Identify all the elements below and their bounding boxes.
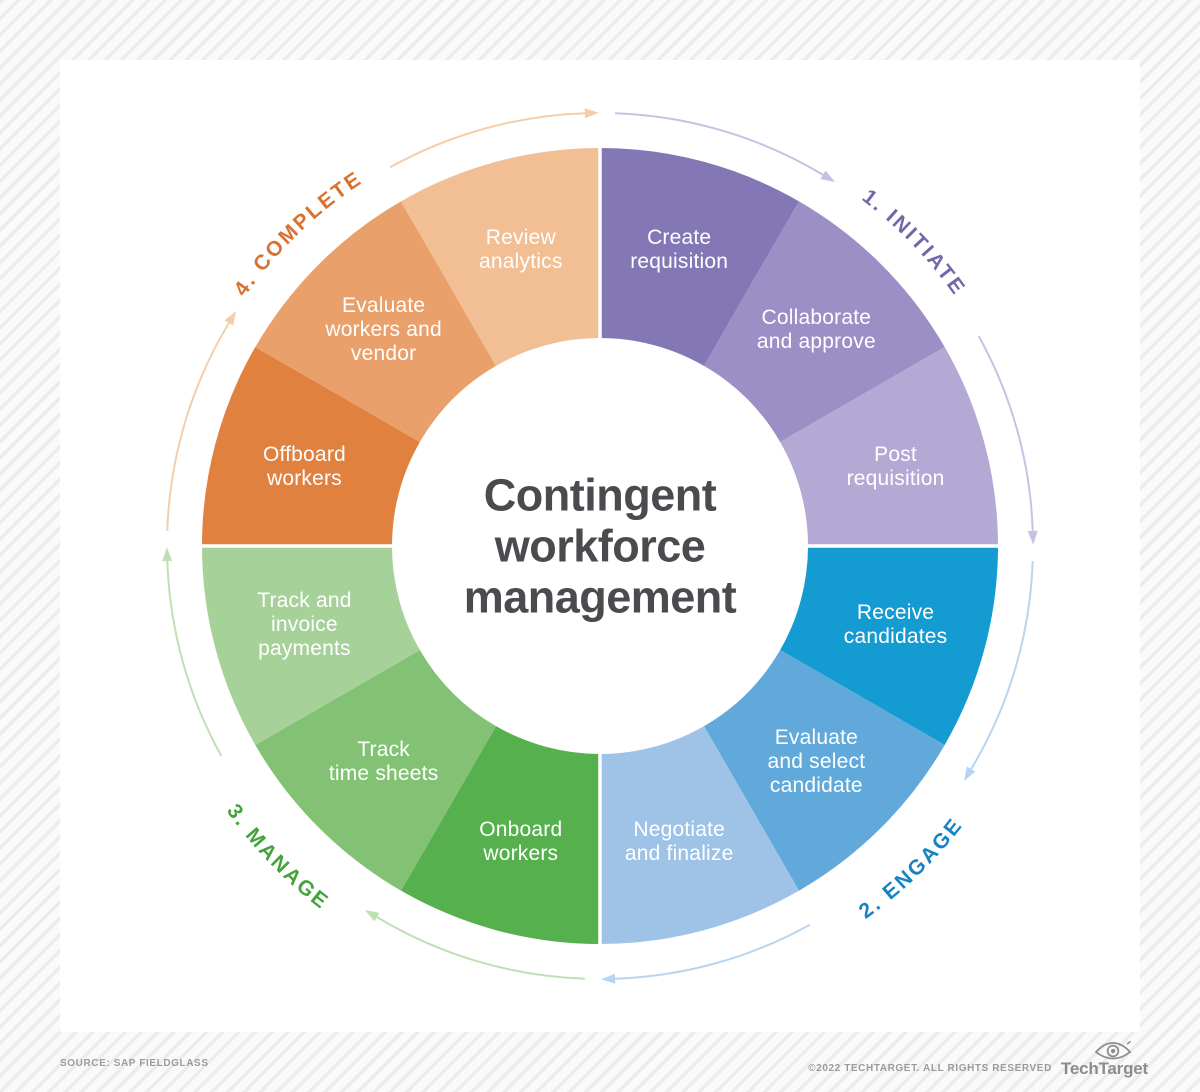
cycle-arrow-head-4-complete	[224, 310, 237, 326]
copyright-notice: ©2022 TECHTARGET. ALL RIGHTS RESERVED	[808, 1063, 1052, 1074]
cycle-arrow-head-1-initiate	[1027, 530, 1038, 545]
segment-post-requisition	[780, 347, 998, 546]
cycle-arrow-arc-2-engage	[970, 561, 1034, 770]
cycle-arrow-head-4-complete	[584, 108, 599, 119]
cycle-arrow-head-1-initiate	[820, 170, 836, 183]
source-attribution: SOURCE: SAP FIELDGLASS	[60, 1058, 209, 1069]
segment-offboard-workers	[202, 347, 420, 546]
cycle-arrow-head-3-manage	[162, 547, 173, 562]
cycle-arrow-arc-4-complete	[389, 112, 585, 169]
cycle-arrow-arc-4-complete	[166, 322, 230, 531]
segment-collaborate-and-approve	[704, 201, 945, 442]
center-title: Contingent workforce management	[463, 469, 737, 623]
cycle-arrow-head-2-engage	[963, 766, 976, 782]
cycle-arrow-head-2-engage	[601, 973, 616, 984]
cycle-arrow-arc-3-manage	[376, 916, 585, 980]
segment-onboard-workers	[401, 726, 600, 945]
footer-branding: ©2022 TECHTARGET. ALL RIGHTS RESERVED Te…	[808, 1040, 1148, 1078]
cycle-arrow-arc-1-initiate	[977, 335, 1034, 531]
logo-wordmark: TechTarget	[1060, 1059, 1148, 1078]
cycle-arrow-arc-1-initiate	[615, 112, 824, 176]
cycle-arrow-arc-2-engage	[615, 923, 811, 980]
cycle-arrow-head-3-manage	[364, 909, 380, 922]
cycle-arrow-arc-3-manage	[166, 561, 223, 757]
segment-evaluate-and-select-candidate	[704, 650, 945, 891]
segment-create-requisition	[600, 148, 799, 366]
techtarget-logo: TechTarget	[1061, 1040, 1148, 1078]
segment-negotiate-and-finalize	[600, 726, 799, 944]
segment-review-analytics	[401, 148, 600, 366]
segment-evaluate-workers-and-vendor	[255, 201, 496, 442]
segment-receive-candidates	[780, 546, 998, 745]
eye-icon	[1095, 1040, 1132, 1060]
segment-track-time-sheets	[255, 650, 496, 891]
segment-track-and-invoice-payments	[202, 546, 420, 745]
